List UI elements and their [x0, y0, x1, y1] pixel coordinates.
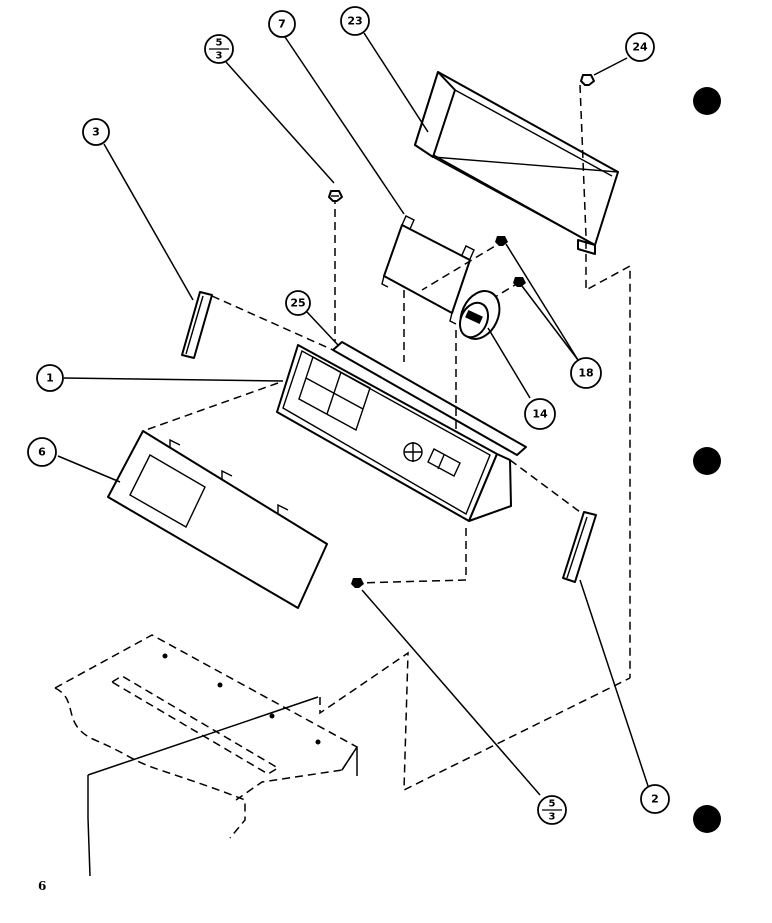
- part-6-overlay-panel: [107, 430, 328, 609]
- callout-5-3-bottom: 5 3: [537, 795, 567, 825]
- assembly-dashed-lines: [142, 84, 631, 792]
- svg-text:1: 1: [46, 372, 54, 385]
- callout-14: 14: [524, 398, 556, 430]
- svg-text:6: 6: [38, 446, 46, 459]
- callout-2: 2: [640, 784, 670, 814]
- svg-text:2: 2: [651, 793, 659, 806]
- screw-bottom-5-3: [351, 578, 364, 588]
- callout-1: 1: [36, 364, 64, 392]
- svg-text:18: 18: [578, 367, 593, 380]
- svg-text:24: 24: [632, 41, 648, 54]
- part-25-trim-strip: [332, 341, 527, 456]
- screw-24: [580, 74, 595, 86]
- svg-text:23: 23: [347, 15, 362, 28]
- svg-text:5: 5: [216, 38, 223, 49]
- svg-text:7: 7: [278, 18, 286, 31]
- callout-24: 24: [625, 32, 655, 62]
- binder-hole-middle: [693, 447, 721, 475]
- part-3-end-cap: [181, 291, 213, 359]
- svg-text:3: 3: [549, 812, 556, 823]
- part-14-knob: [458, 290, 501, 340]
- base-cabinet-top: [54, 634, 359, 877]
- part-2-end-cap: [562, 511, 597, 583]
- svg-text:14: 14: [532, 408, 548, 421]
- callout-25: 25: [285, 290, 311, 316]
- callout-18: 18: [570, 357, 602, 389]
- svg-text:5: 5: [549, 799, 556, 810]
- callout-5-3-top: 5 3: [204, 34, 234, 64]
- part-7-bracket: [381, 215, 475, 325]
- callout-7: 7: [268, 10, 296, 38]
- screw-18-upper: [495, 236, 508, 246]
- page-number: 6: [38, 879, 46, 893]
- binder-hole-top: [693, 87, 721, 115]
- screw-18-lower: [513, 277, 526, 287]
- part-23-bracket: [414, 71, 619, 255]
- binder-hole-bottom: [693, 805, 721, 833]
- part-1-control-panel: [276, 344, 512, 522]
- svg-text:3: 3: [216, 51, 223, 62]
- svg-text:25: 25: [290, 297, 305, 310]
- screw-top-5-3: [328, 190, 343, 202]
- callout-3: 3: [82, 118, 110, 146]
- callout-6: 6: [27, 437, 57, 467]
- leader-lines: [57, 32, 649, 796]
- callout-23: 23: [340, 6, 370, 36]
- svg-text:3: 3: [92, 126, 100, 139]
